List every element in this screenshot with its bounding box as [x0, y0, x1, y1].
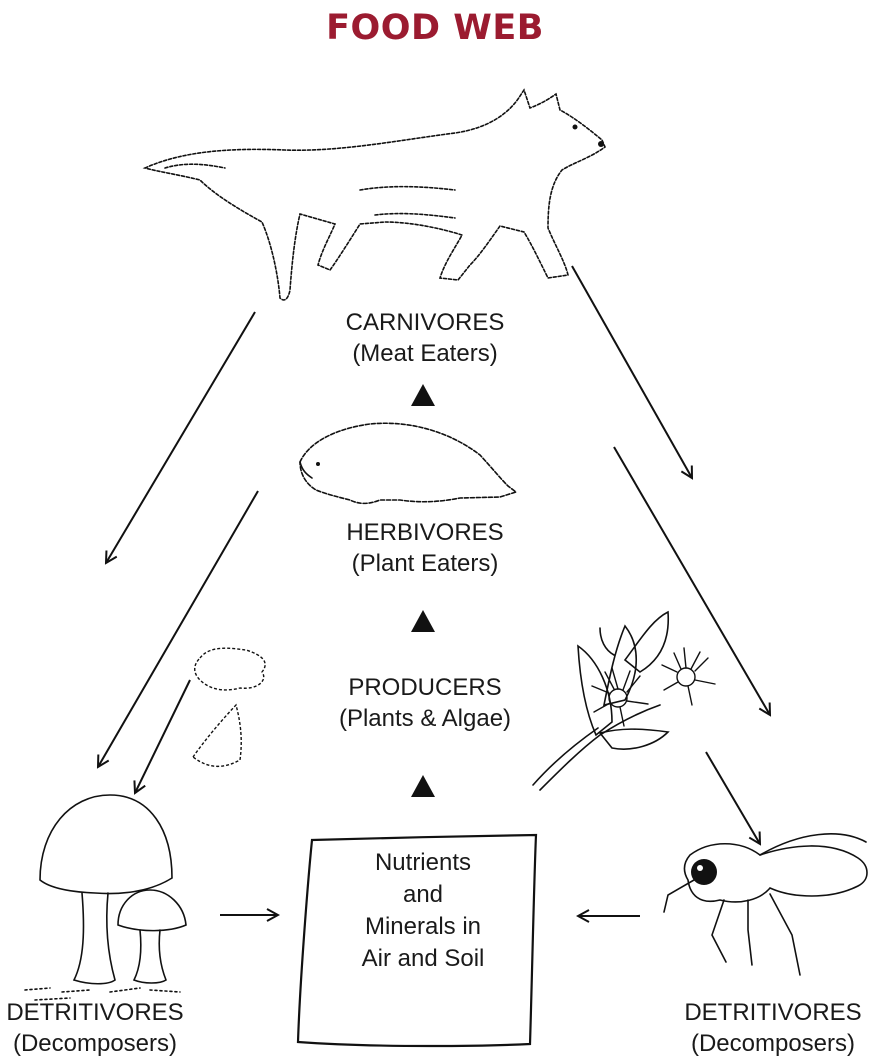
nutrients-text: Nutrients and Minerals in Air and Soil: [318, 847, 528, 975]
up-triangle-icon: [411, 775, 435, 797]
arrow-herbivore-to-right-detritivore: [614, 447, 770, 715]
beaver-icon: [300, 423, 516, 503]
herbivores-label: HERBIVORES (Plant Eaters): [300, 517, 550, 579]
detritivores-left-name: DETRITIVORES: [0, 997, 190, 1028]
nutrients-line-4: Air and Soil: [318, 943, 528, 975]
arrow-flower-to-right-detritivore: [706, 752, 760, 844]
mushroom-icon: [25, 795, 186, 1000]
up-triangle-icon: [411, 384, 435, 406]
nutrients-line-3: Minerals in: [318, 911, 528, 943]
diagram-title: FOOD WEB: [0, 8, 870, 48]
flower-icon: [533, 612, 715, 790]
carnivores-name: CARNIVORES: [305, 307, 545, 338]
carnivores-label: CARNIVORES (Meat Eaters): [305, 307, 545, 369]
fly-icon: [664, 834, 867, 975]
carnivores-desc: (Meat Eaters): [305, 338, 545, 369]
nutrients-line-2: and: [318, 879, 528, 911]
detritivores-right-label: DETRITIVORES (Decomposers): [676, 997, 870, 1059]
herbivores-name: HERBIVORES: [300, 517, 550, 548]
detritivores-right-name: DETRITIVORES: [676, 997, 870, 1028]
producers-label: PRODUCERS (Plants & Algae): [300, 672, 550, 734]
detritivores-left-desc: (Decomposers): [0, 1028, 190, 1059]
leaf-litter-icon: [193, 648, 265, 766]
arrow-litter-to-left-detritivore: [135, 680, 190, 793]
nutrients-line-1: Nutrients: [318, 847, 528, 879]
producers-name: PRODUCERS: [300, 672, 550, 703]
arrow-carnivore-to-right-detritivore: [572, 266, 692, 478]
producers-desc: (Plants & Algae): [300, 703, 550, 734]
herbivores-desc: (Plant Eaters): [300, 548, 550, 579]
up-triangle-icon: [411, 610, 435, 632]
detritivores-left-label: DETRITIVORES (Decomposers): [0, 997, 190, 1059]
detritivores-right-desc: (Decomposers): [676, 1028, 870, 1059]
arrow-carnivore-to-left-detritivore: [106, 312, 255, 563]
arrow-herbivore-to-left-detritivore: [98, 491, 258, 767]
wolf-icon: [145, 90, 605, 300]
